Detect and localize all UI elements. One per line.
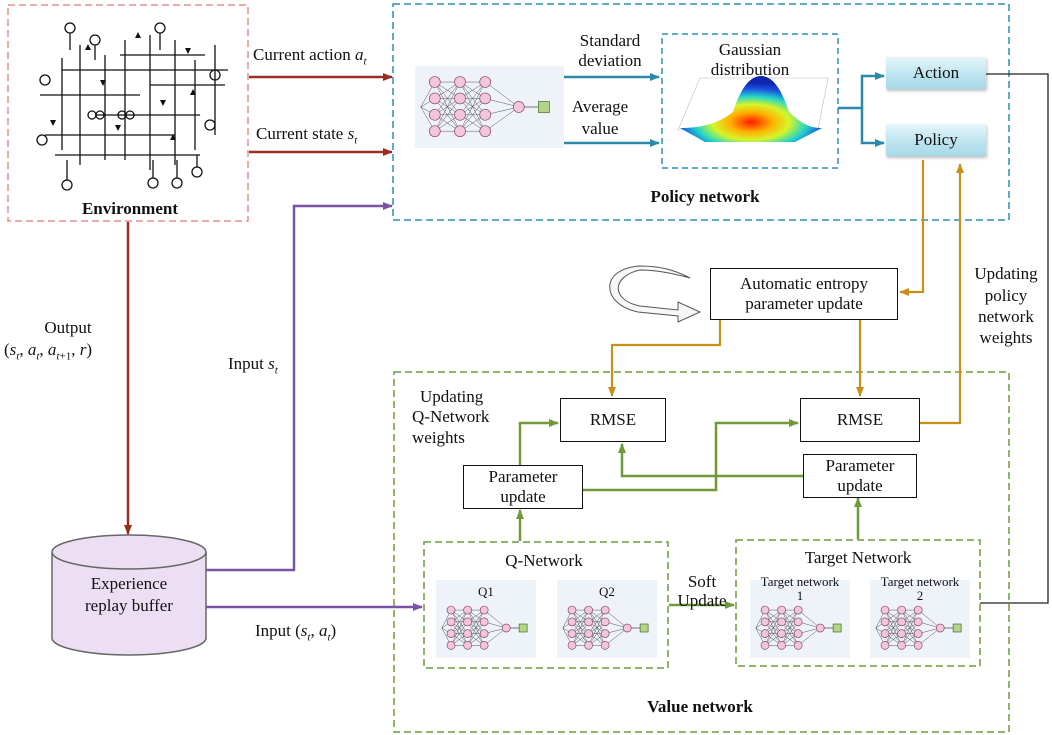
avg-label-1: Average <box>571 97 629 116</box>
q2-nn-icon <box>562 605 649 650</box>
updating-q-l2: Q-Network <box>412 407 490 426</box>
param-left-line-1: Parameter <box>488 467 558 486</box>
target-network-label: Target Network <box>804 548 912 567</box>
soft-update-label-2: Update <box>677 591 727 610</box>
current-action-label: Current action at <box>253 45 367 68</box>
environment-title: Environment <box>81 199 179 218</box>
std-label-2: deviation <box>578 51 642 70</box>
rmse-to-policy-arrow <box>920 163 964 425</box>
policy-pill: Policy <box>886 124 986 156</box>
input-sa-label: Input (st, at) <box>255 621 337 644</box>
buffer-label-2: replay buffer <box>85 596 173 615</box>
policy-nn-icon <box>420 76 550 138</box>
input-st-label: Input st <box>228 354 278 377</box>
to-policy-arrow <box>860 108 885 147</box>
rmse-right-box: RMSE <box>800 398 920 442</box>
policy-to-entropy-arrow <box>899 160 925 296</box>
param-right-line-1: Parameter <box>825 456 895 475</box>
q2-label: Q2 <box>599 584 615 599</box>
target1-label-a: Target network <box>760 574 840 589</box>
buffer-label-1: Experience <box>90 574 168 593</box>
current-state-label: Current state st <box>256 124 358 147</box>
updating-q-l3: weights <box>412 428 465 447</box>
q1-nn-icon <box>441 605 528 650</box>
entropy-line-1: Automatic entropy <box>740 274 868 293</box>
gaussian-surface-icon <box>677 76 829 142</box>
output-label: Output <box>44 318 92 337</box>
output-tuple-label: (st, at, at+1, r) <box>4 340 92 363</box>
target2-label-b: 2 <box>916 588 924 603</box>
updating-policy-l3: network <box>978 307 1034 326</box>
target1-label-b: 1 <box>796 588 804 603</box>
param-update-left-box: Parameter update <box>463 465 583 509</box>
updating-policy-l1: Updating <box>974 264 1038 283</box>
policy-network-title: Policy network <box>650 187 760 206</box>
param-right-line-2: update <box>837 476 883 495</box>
updating-policy-l4: weights <box>979 328 1033 347</box>
gaussian-label-2: distribution <box>710 60 790 79</box>
updating-policy-l2: policy <box>984 286 1028 305</box>
param-to-right-rmse-arrow <box>583 419 799 492</box>
target1-nn-icon <box>755 605 842 650</box>
entropy-line-2: parameter update <box>745 294 863 313</box>
q-network-box <box>423 541 669 669</box>
gaussian-label-1: Gaussian <box>718 40 782 59</box>
target2-nn-icon <box>875 605 962 650</box>
target-network-box <box>735 539 981 667</box>
power-grid-icon <box>36 22 228 191</box>
avg-label-2: value <box>581 119 619 138</box>
updating-q-l1: Updating <box>420 387 484 406</box>
value-network-title: Value network <box>647 697 753 716</box>
param-to-left-rmse-arrow <box>518 419 559 465</box>
entropy-update-box: Automatic entropy parameter update <box>710 268 898 320</box>
refresh-arrow-icon <box>609 265 702 323</box>
action-pill: Action <box>886 57 986 89</box>
policy-network-box <box>392 3 1010 221</box>
entropy-to-left-rmse-arrow <box>608 320 722 397</box>
gaussian-box <box>661 33 839 169</box>
input-st-arrow <box>206 202 393 572</box>
experience-replay-buffer <box>51 534 207 656</box>
to-action-arrow <box>838 72 885 110</box>
rmse-left-box: RMSE <box>560 398 666 442</box>
std-label-1: Standard <box>579 31 641 50</box>
param-left-line-2: update <box>500 487 546 506</box>
action-feedback-line <box>980 73 1049 604</box>
value-network-box <box>393 371 1010 733</box>
target2-label-a: Target network <box>880 574 960 589</box>
environment-box <box>7 4 249 222</box>
soft-update-label-1: Soft <box>687 572 717 591</box>
q-network-label: Q-Network <box>505 551 583 570</box>
param-update-right-box: Parameter update <box>803 454 917 498</box>
target-param-to-left-rmse-arrow <box>618 443 803 478</box>
q1-label: Q1 <box>478 584 494 599</box>
